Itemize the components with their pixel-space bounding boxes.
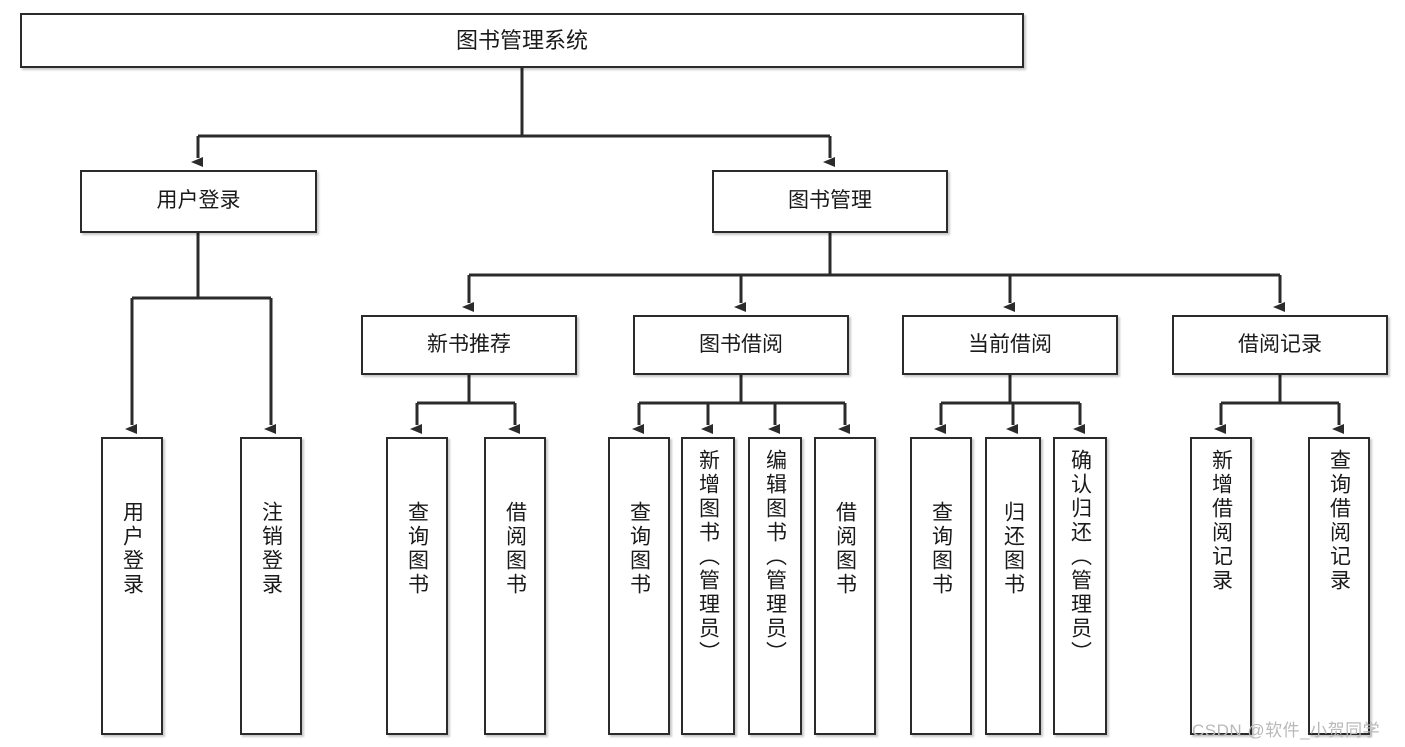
leaf-query-book-2[interactable]: 查询图书 (608, 437, 670, 735)
leaf-add-record-label: 新增借阅记录 (1209, 449, 1233, 593)
leaf-query-book-1[interactable]: 查询图书 (386, 437, 448, 735)
leaf-query-book-2-label: 查询图书 (627, 501, 651, 597)
leaf-query-record[interactable]: 查询借阅记录 (1308, 437, 1370, 735)
node-current-borrow[interactable]: 当前借阅 (902, 315, 1118, 375)
node-root-label: 图书管理系统 (455, 27, 588, 53)
leaf-edit-book[interactable]: 编辑图书（管理员） (748, 437, 802, 735)
leaf-query-book-1-label: 查询图书 (405, 501, 429, 597)
node-book-borrow[interactable]: 图书借阅 (633, 315, 849, 375)
csdn-watermark: CSDN @软件_小贺同学 (1192, 721, 1381, 740)
node-user-login-label: 用户登录 (156, 189, 241, 213)
node-root[interactable]: 图书管理系统 (20, 13, 1024, 68)
leaf-edit-book-label: 编辑图书（管理员） (763, 449, 787, 665)
leaf-borrow-book-2-label: 借阅图书 (833, 501, 857, 597)
node-user-login[interactable]: 用户登录 (80, 170, 317, 233)
node-new-book-recommend-label: 新书推荐 (427, 332, 511, 356)
node-book-manage-label: 图书管理 (788, 189, 872, 213)
leaf-add-book[interactable]: 新增图书（管理员） (681, 437, 735, 735)
node-book-manage[interactable]: 图书管理 (712, 170, 948, 233)
leaf-borrow-book-2[interactable]: 借阅图书 (814, 437, 876, 735)
leaf-add-record[interactable]: 新增借阅记录 (1190, 437, 1252, 735)
node-borrow-record[interactable]: 借阅记录 (1172, 315, 1388, 375)
leaf-query-book-3[interactable]: 查询图书 (910, 437, 972, 735)
leaf-return-book-label: 归还图书 (1001, 501, 1025, 597)
leaf-return-book[interactable]: 归还图书 (985, 437, 1041, 735)
leaf-query-record-label: 查询借阅记录 (1327, 449, 1351, 593)
leaf-confirm-return[interactable]: 确认归还（管理员） (1053, 437, 1107, 735)
leaf-user-login-label: 用户登录 (120, 501, 144, 597)
leaf-add-book-label: 新增图书（管理员） (696, 449, 720, 665)
node-borrow-record-label: 借阅记录 (1238, 332, 1322, 356)
node-book-borrow-label: 图书借阅 (699, 332, 783, 356)
node-current-borrow-label: 当前借阅 (968, 332, 1052, 356)
leaf-query-book-3-label: 查询图书 (929, 501, 953, 597)
leaf-user-login[interactable]: 用户登录 (101, 437, 163, 735)
node-new-book-recommend[interactable]: 新书推荐 (361, 315, 577, 375)
leaf-borrow-book-1-label: 借阅图书 (503, 501, 527, 597)
leaf-logout[interactable]: 注销登录 (240, 437, 302, 735)
leaf-confirm-return-label: 确认归还（管理员） (1068, 449, 1092, 665)
leaf-logout-label: 注销登录 (259, 501, 283, 597)
leaf-borrow-book-1[interactable]: 借阅图书 (484, 437, 546, 735)
